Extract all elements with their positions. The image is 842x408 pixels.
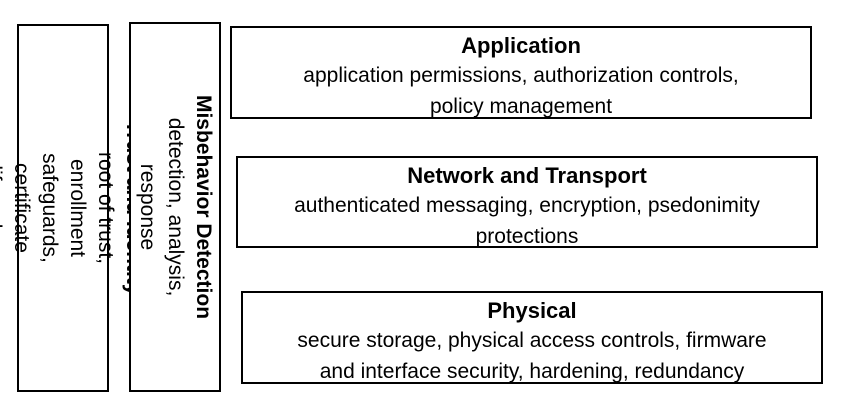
network-transport-layer-desc: authenticated messaging, encryption, pse… [294, 194, 760, 248]
misbehavior-detection-desc: detection, analysis, response [136, 117, 187, 297]
misbehavior-detection-box: Misbehavior Detection detection, analysi… [129, 22, 221, 392]
trust-and-identity-content: Trust and Identity root of trust, enroll… [0, 120, 147, 295]
application-layer-box: Application application permissions, aut… [230, 26, 812, 119]
physical-layer-title: Physical [487, 298, 577, 323]
application-layer-title: Application [461, 33, 581, 58]
trust-and-identity-box: Trust and Identity root of trust, enroll… [0, 24, 145, 392]
application-layer-desc: application permissions, authorization c… [303, 64, 739, 118]
physical-layer-desc: secure storage, physical access controls… [297, 329, 767, 383]
misbehavior-detection-title: Misbehavior Detection [192, 94, 215, 320]
physical-layer-box: Physical secure storage, physical access… [241, 291, 823, 384]
misbehavior-detection-content: Misbehavior Detection detection, analysi… [133, 95, 217, 319]
network-transport-layer-title: Network and Transport [407, 163, 647, 188]
network-transport-layer-box: Network and Transport authenticated mess… [236, 156, 818, 248]
trust-and-identity-desc: root of trust, enrollment safeguards, ce… [0, 151, 117, 265]
